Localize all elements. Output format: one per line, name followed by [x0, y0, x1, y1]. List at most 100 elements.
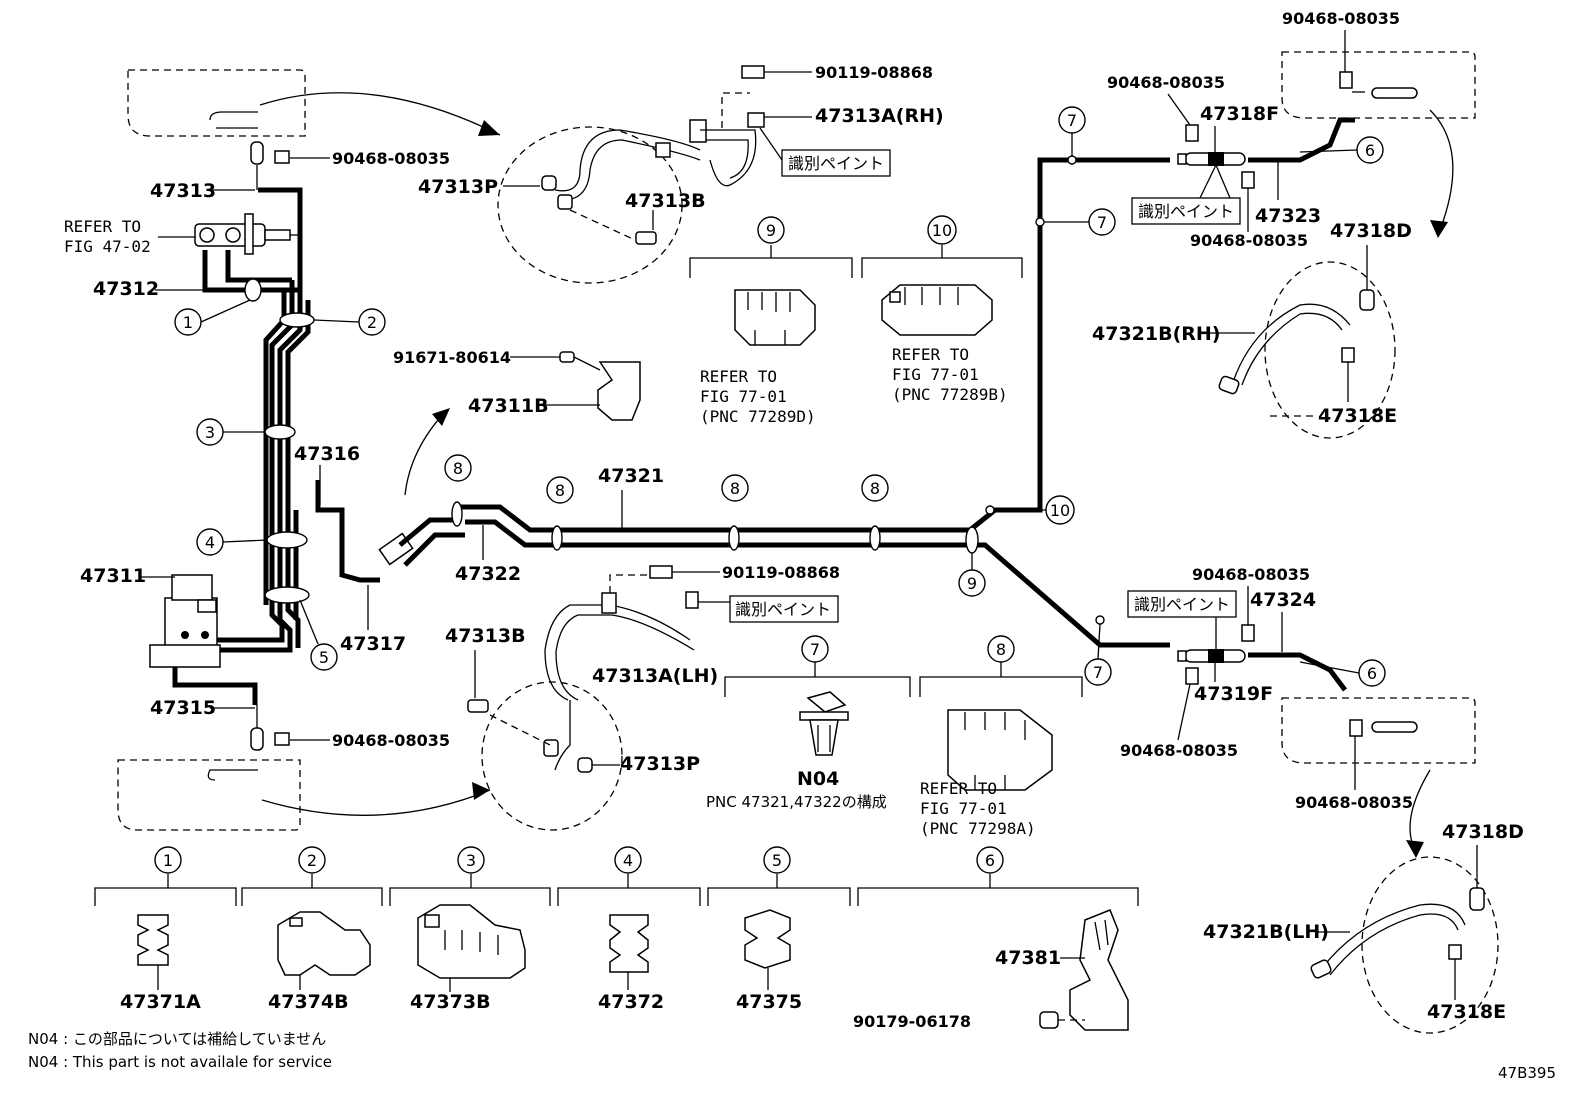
- clip-90468-icon: [274, 150, 290, 164]
- svg-text:7: 7: [1067, 111, 1077, 130]
- callout-7: [801, 635, 829, 663]
- label-47381: 47381: [995, 947, 1061, 969]
- detail-box-bottom-left: [117, 759, 301, 831]
- callout-10: [927, 215, 957, 245]
- label-90468-h: 90468-08035: [1295, 793, 1413, 812]
- refer-77298A-line3: (PNC 77298A): [920, 819, 1036, 838]
- label-90179-06178: 90179-06178: [853, 1012, 971, 1031]
- svg-text:5: 5: [772, 851, 782, 870]
- label-47313P-bot: 47313P: [620, 753, 700, 775]
- label-90468-c: 90468-08035: [1282, 9, 1400, 28]
- clamp-77289D-icon: [734, 289, 816, 346]
- callout-8: [444, 454, 472, 482]
- label-47318E-bot: 47318E: [1427, 1001, 1506, 1023]
- refer-47-02-line2: FIG 47-02: [64, 237, 151, 256]
- clamp-ring-1: [244, 278, 262, 302]
- detail-box-bottom-right: [1281, 697, 1476, 764]
- bolt-90119-icon: [741, 65, 765, 79]
- clip-90468-icon: [1241, 171, 1255, 189]
- bracket-47311B-icon: [510, 351, 641, 421]
- label-90119-top: 90119-08868: [815, 63, 933, 82]
- hose-47321B-rh: [1231, 303, 1351, 386]
- clamp-47373B-icon: [417, 904, 526, 992]
- callout-3: [457, 846, 485, 874]
- svg-text:1: 1: [183, 313, 193, 332]
- clip-N04-icon: [799, 691, 849, 756]
- refer-77289B-line2: FIG 77-01: [892, 365, 979, 384]
- svg-text:10: 10: [1050, 501, 1070, 520]
- detail-circle-rh-caliper: [497, 126, 683, 284]
- paint-id-label: 識別ペイント: [735, 600, 831, 619]
- clip-90468-icon: [1185, 667, 1199, 685]
- label-47318E-top: 47318E: [1318, 405, 1397, 427]
- brake-line-bundle: [180, 187, 380, 705]
- label-47321B-rh: 47321B(RH): [1092, 323, 1220, 345]
- label-47372: 47372: [598, 991, 664, 1013]
- svg-text:2: 2: [367, 313, 377, 332]
- label-N04: N04: [797, 768, 839, 790]
- callout-5: [310, 643, 338, 671]
- union-47319F-icon: [1177, 624, 1347, 692]
- svg-text:7: 7: [810, 640, 820, 659]
- label-47316: 47316: [294, 443, 360, 465]
- svg-text:3: 3: [466, 851, 476, 870]
- callout-numbers: 1 2 3 4 5 8 8 8 8 9 10 7 7 6 7 6 9 10 7 …: [163, 111, 1377, 870]
- label-47318F: 47318F: [1200, 103, 1279, 125]
- clip-90468-icon: [274, 732, 290, 746]
- bolt-47313B-icon: [635, 231, 657, 245]
- refer-77289D-line1: REFER TO: [700, 367, 777, 386]
- label-47313B-bot: 47313B: [445, 625, 526, 647]
- svg-text:8: 8: [555, 481, 565, 500]
- svg-text:6: 6: [1367, 664, 1377, 683]
- label-90119-bot: 90119-08868: [722, 563, 840, 582]
- label-47318D-bot: 47318D: [1442, 821, 1524, 843]
- clamp-47372-icon: [609, 914, 649, 990]
- callout-5: [763, 846, 791, 874]
- label-47374B: 47374B: [268, 991, 349, 1013]
- paint-id-label: 識別ペイント: [1134, 595, 1230, 614]
- svg-text:7: 7: [1093, 663, 1103, 682]
- svg-text:9: 9: [967, 574, 977, 593]
- label-90468-b: 90468-08035: [332, 731, 450, 750]
- paint-id-box: [729, 595, 839, 623]
- label-47321: 47321: [598, 465, 664, 487]
- union-47318F-icon: [1177, 117, 1355, 189]
- clip-90468-icon: [1185, 124, 1199, 142]
- label-47313A-lh: 47313A(LH): [592, 665, 718, 687]
- label-47373B: 47373B: [410, 991, 491, 1013]
- clamp-ring-5: [264, 586, 310, 604]
- svg-text:3: 3: [205, 423, 215, 442]
- label-47313B-top: 47313B: [625, 190, 706, 212]
- clamp-7: [1035, 217, 1045, 227]
- clamp-7: [1095, 615, 1105, 625]
- label-47319F: 47319F: [1194, 683, 1273, 705]
- detail-circle-lh-caliper: [481, 681, 623, 831]
- footnote-en: N04 : This part is not availale for serv…: [28, 1053, 332, 1071]
- label-91671-80614: 91671-80614: [393, 348, 511, 367]
- svg-text:7: 7: [1097, 213, 1107, 232]
- svg-text:5: 5: [319, 648, 329, 667]
- clamp-8: [869, 525, 881, 551]
- detail-box-top-left: [127, 69, 306, 137]
- hose-47321B-lh: [1321, 903, 1466, 969]
- callout-8: [861, 474, 889, 502]
- clamp-47375-icon: [744, 909, 791, 990]
- svg-text:6: 6: [985, 851, 995, 870]
- clamp-77298A-icon: [947, 709, 1053, 791]
- brake-actuator-icon: [149, 574, 258, 700]
- detail-box-top-right: [1281, 51, 1476, 119]
- bracket-47381-icon: [1039, 909, 1129, 1031]
- clamp-77289B-icon: [881, 284, 993, 336]
- svg-text:8: 8: [996, 640, 1006, 659]
- paint-id-box: [1131, 197, 1241, 225]
- callout-8: [546, 476, 574, 504]
- label-90468-f: 90468-08035: [1192, 565, 1310, 584]
- diagram-code: 47B395: [1498, 1064, 1556, 1082]
- detail-circle-lh-hose: [1361, 856, 1499, 1034]
- svg-text:10: 10: [932, 221, 952, 240]
- label-47311: 47311: [80, 565, 146, 587]
- clamp-ring-3: [264, 424, 296, 440]
- label-90468-g: 90468-08035: [1120, 741, 1238, 760]
- label-47313: 47313: [150, 180, 216, 202]
